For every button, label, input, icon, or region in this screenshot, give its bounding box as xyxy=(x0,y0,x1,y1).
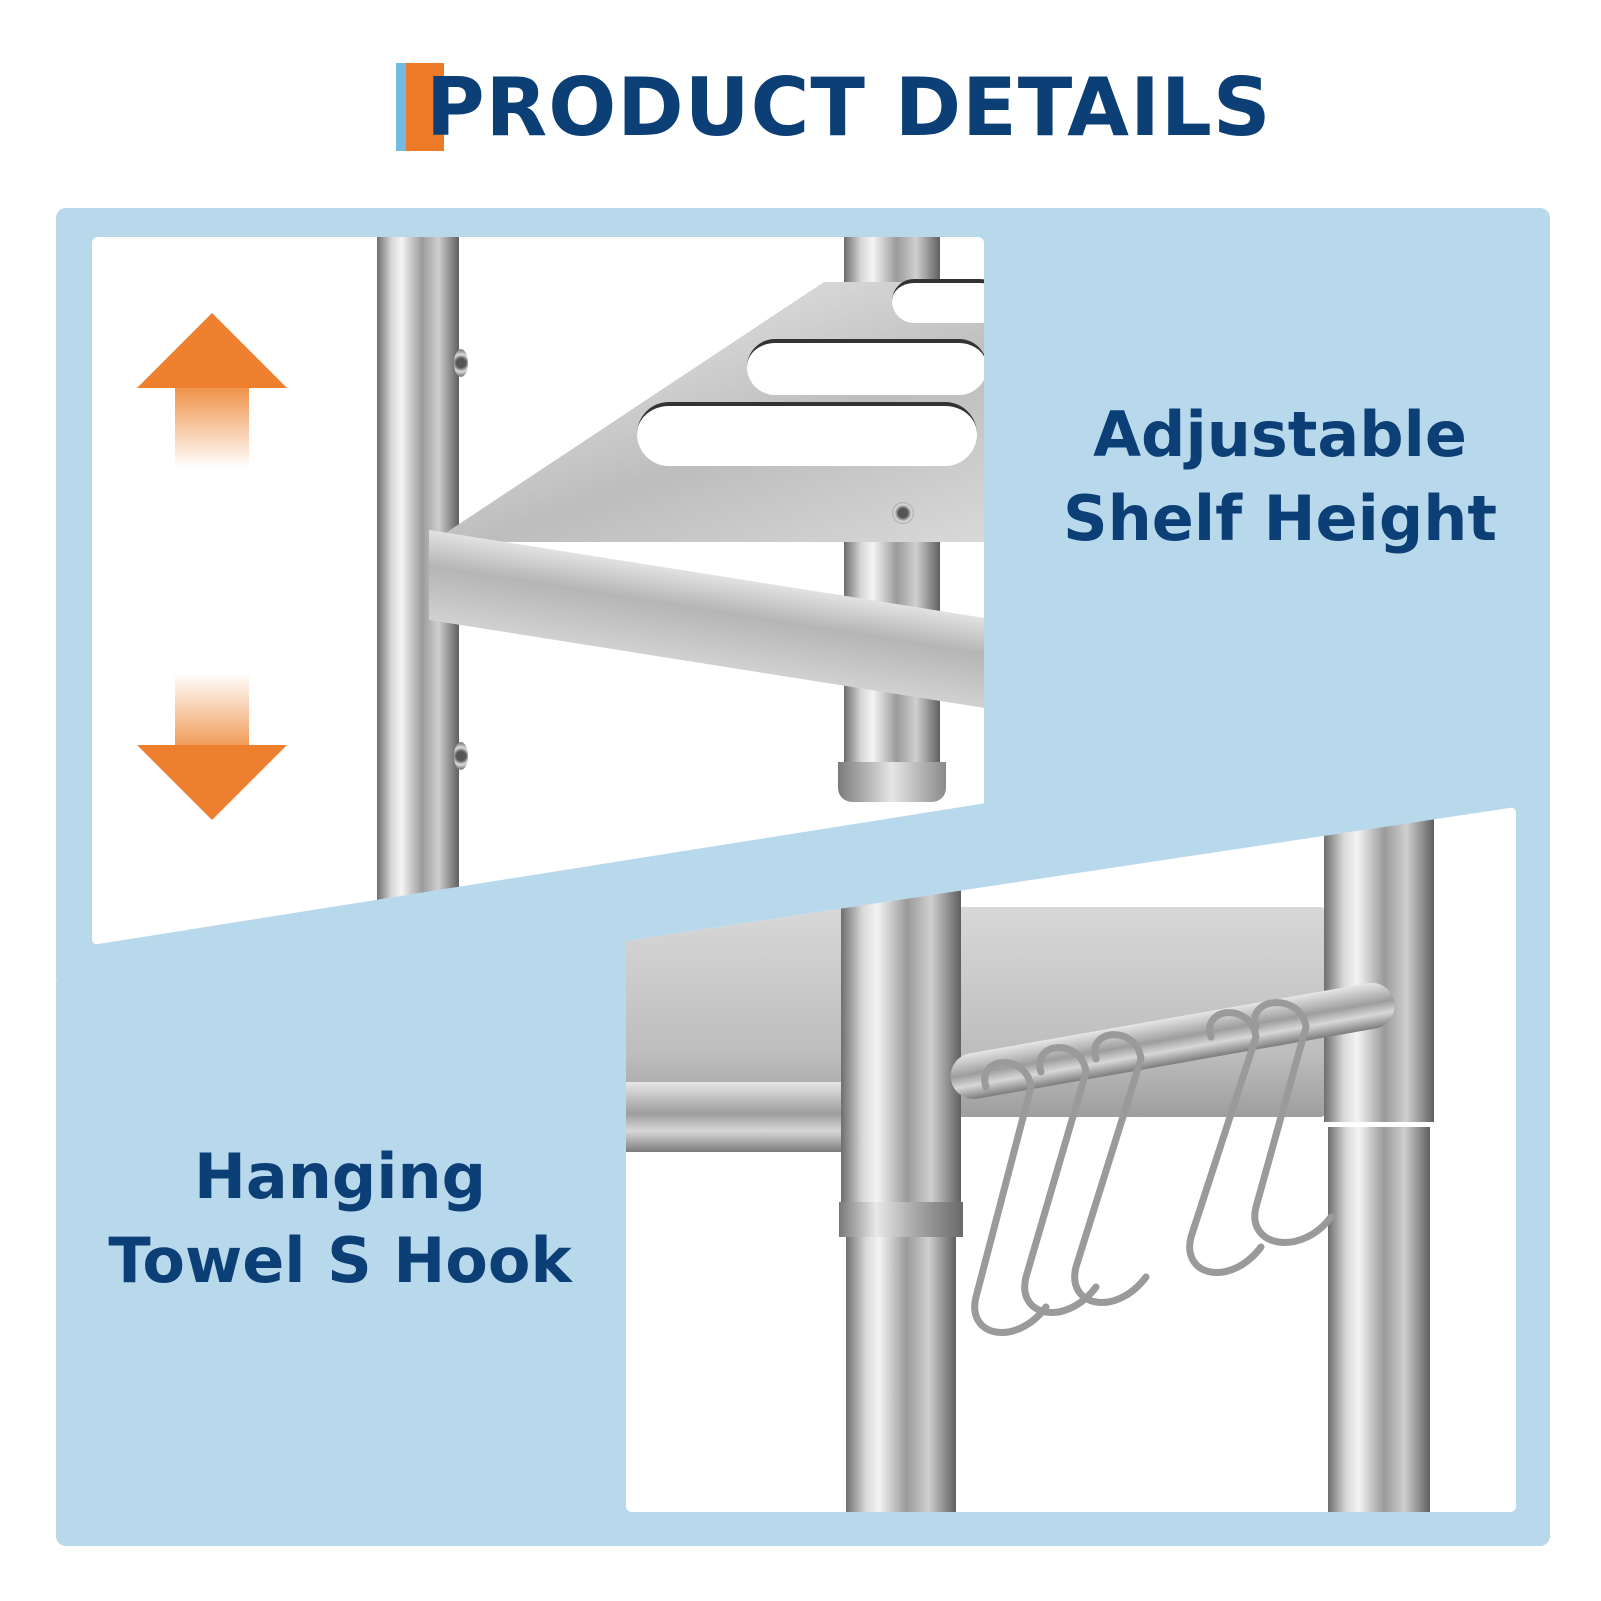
feature-line: Adjustable xyxy=(1093,398,1467,471)
s-hooks-icon xyxy=(971,999,1335,1336)
header: PRODUCT DETAILS xyxy=(0,60,1601,160)
arrow-down-icon xyxy=(137,673,287,823)
shelf-slot xyxy=(637,402,977,466)
pole-left-upper xyxy=(841,867,961,1227)
shelf-slot xyxy=(747,339,984,395)
arrow-up-icon xyxy=(137,313,287,468)
pole-right-lower xyxy=(1328,1127,1430,1512)
pole-right-upper xyxy=(1324,807,1434,1122)
bolt-icon xyxy=(892,502,914,524)
feature-label-adjustable-shelf: Adjustable Shelf Height xyxy=(1000,393,1560,561)
feature-line: Hanging xyxy=(193,1140,487,1213)
pole-sleeve xyxy=(839,1202,963,1237)
pole-left-lower xyxy=(846,1232,956,1512)
shelf-slot xyxy=(892,279,984,323)
feature-line: Towel S Hook xyxy=(108,1224,572,1297)
side-rail xyxy=(626,1082,856,1152)
title-accent-orange-bar xyxy=(406,63,444,151)
adjustable-shelf-photo xyxy=(92,237,984,945)
page-title: PRODUCT DETAILS xyxy=(426,61,1272,154)
pole-foot-cap xyxy=(838,762,946,802)
feature-label-s-hook: Hanging Towel S Hook xyxy=(100,1135,580,1303)
bolt-icon xyxy=(454,349,468,377)
feature-line: Shelf Height xyxy=(1063,482,1497,555)
s-hook-photo xyxy=(626,807,1516,1512)
bolt-icon xyxy=(454,742,468,770)
